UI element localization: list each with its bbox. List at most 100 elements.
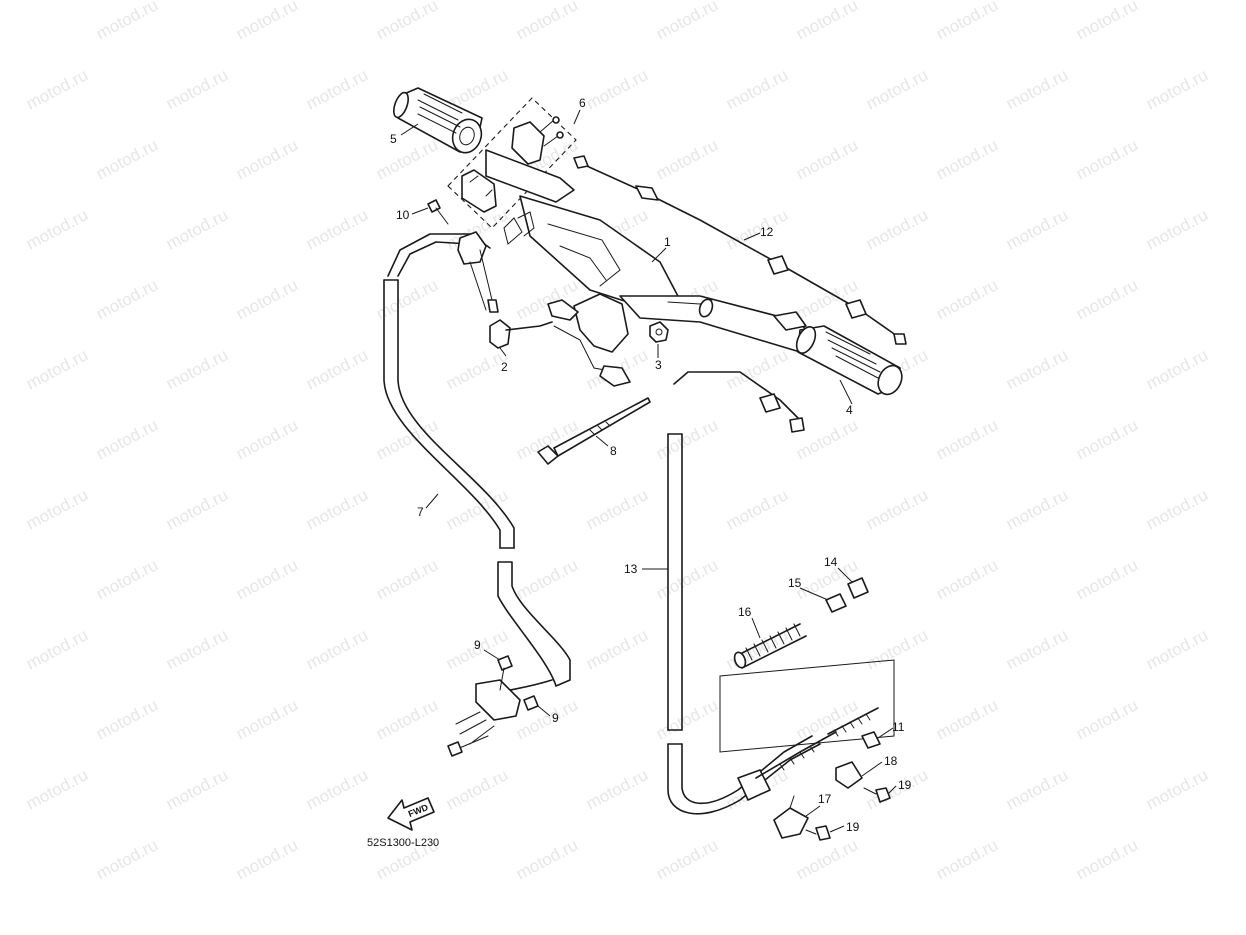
watermark-text: motod.ru [653,415,721,463]
diagram-code: 52S1300-L230 [367,837,439,849]
fwd-arrow: FWD [387,797,435,831]
watermark-text: motod.ru [303,65,371,113]
bracket-17-part [773,795,809,839]
nut-3-part [649,321,669,343]
bolt-19-upper-part [863,787,891,803]
watermark-text: motod.ru [863,485,931,533]
watermark-text: motod.ru [1003,625,1071,673]
callout-17: 17 [818,792,832,806]
cable-12-part [573,155,907,345]
callout-4: 4 [846,403,853,417]
bracket-18-part [835,761,863,789]
watermark-text: motod.ru [1073,415,1141,463]
watermark-text: motod.ru [233,0,301,44]
callout-18: 18 [884,754,898,768]
watermark-text: motod.ru [303,625,371,673]
watermark-text: motod.ru [233,415,301,463]
watermark-text: motod.ru [1143,485,1211,533]
cable-hose-7-part [383,279,571,687]
watermark-text: motod.ru [233,695,301,743]
watermark-text: motod.ru [93,555,161,603]
watermark-text: motod.ru [23,345,91,393]
watermark-text: motod.ru [1143,205,1211,253]
watermark-text: motod.ru [303,345,371,393]
callout-1: 1 [664,235,671,249]
watermark-text: motod.ru [373,695,441,743]
handlebar-part [485,149,821,387]
callout-5: 5 [390,132,397,146]
callout-16: 16 [738,605,752,619]
watermark-text: motod.ru [723,205,791,253]
watermark-text: motod.ru [23,765,91,813]
watermark-text: motod.ru [93,835,161,883]
watermark-text: motod.ru [93,415,161,463]
watermark-text: motod.ru [1003,345,1071,393]
watermark-text: motod.ru [1073,0,1141,44]
watermark-text: motod.ru [93,0,161,44]
watermark-text: motod.ru [1003,485,1071,533]
callout-3: 3 [655,358,662,372]
clip-11-part [861,731,881,749]
watermark-text: motod.ru [1143,625,1211,673]
watermark-text: motod.ru [933,135,1001,183]
watermark-text: motod.ru [653,0,721,44]
watermark-text: motod.ru [513,555,581,603]
watermark-text: motod.ru [653,555,721,603]
watermark-text: motod.ru [93,275,161,323]
watermark-text: motod.ru [93,135,161,183]
leader-lines [400,109,897,833]
watermark-text: motod.ru [583,765,651,813]
watermark-text: motod.ru [163,765,231,813]
cable-13-part [667,371,821,815]
watermark-text: motod.ru [233,835,301,883]
bolt-10-part [427,199,449,225]
callout-8: 8 [610,444,617,458]
watermark-text: motod.ru [93,695,161,743]
throttle-housing-part [447,97,577,229]
watermark-text: motod.ru [373,0,441,44]
watermark-text: motod.ru [303,485,371,533]
watermark-text: motod.ru [1003,205,1071,253]
callouts: 1 2 3 4 5 6 7 8 9 9 10 11 12 13 14 15 16… [390,96,912,834]
spring-16-part [733,623,807,669]
watermark-text: motod.ru [1003,65,1071,113]
watermark-text: motod.ru [583,65,651,113]
watermark-text: motod.ru [23,625,91,673]
watermark-text: motod.ru [933,275,1001,323]
cap-14-part [847,577,869,599]
watermark-text: motod.ru [583,485,651,533]
callout-7: 7 [417,505,424,519]
watermark-text: motod.ru [863,625,931,673]
callout-2: 2 [501,360,508,374]
watermark-text: motod.ru [653,695,721,743]
watermark-text: motod.ru [303,205,371,253]
watermark-text: motod.ru [303,765,371,813]
watermark-text: motod.ru [863,65,931,113]
watermark-text: motod.ru [163,485,231,533]
cable-tie-8-part [537,397,651,465]
callout-19-upper: 19 [898,778,912,792]
right-grip-part [795,325,903,396]
cap-15-part [825,593,847,613]
watermark-text: motod.ru [163,345,231,393]
bolt-2-part [489,319,553,349]
watermark-text: motod.ru [163,205,231,253]
watermark-text: motod.ru [233,555,301,603]
watermark-text: motod.ru [513,0,581,44]
watermark-text: motod.ru [793,835,861,883]
bolt-19-lower-part [805,825,831,841]
watermark-text: motod.ru [1143,765,1211,813]
watermark-text: motod.ru [1073,555,1141,603]
watermark-text: motod.ru [933,835,1001,883]
watermark-text: motod.ru [513,695,581,743]
left-grip-part [393,87,483,154]
watermark-text: motod.ru [1073,135,1141,183]
watermark-text: motod.ru [583,625,651,673]
callout-9-lower: 9 [552,711,559,725]
watermark-text: motod.ru [233,275,301,323]
callout-13: 13 [624,562,638,576]
watermark-text: motod.ru [1073,835,1141,883]
callout-15: 15 [788,576,802,590]
